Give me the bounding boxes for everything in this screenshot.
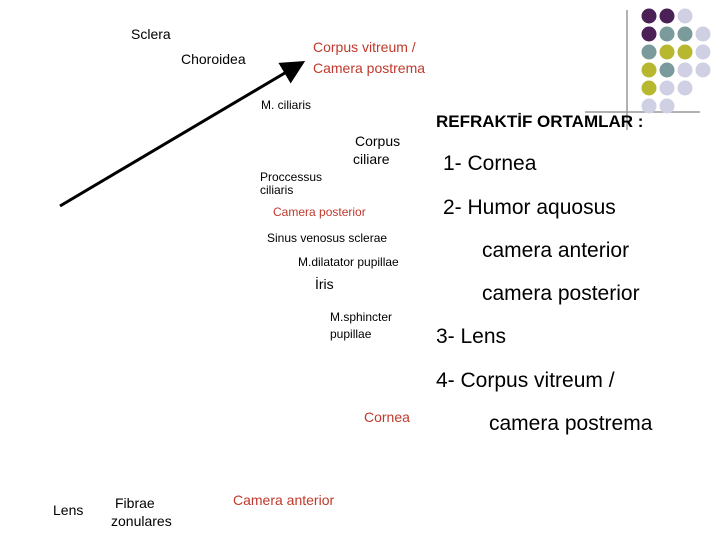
decor-dot-grid bbox=[642, 9, 711, 114]
label-camera-postrema: Camera postrema bbox=[313, 61, 425, 76]
label-cornea: Cornea bbox=[364, 410, 410, 425]
label-fibrae-line1: Fibrae bbox=[115, 496, 155, 511]
decor-dot bbox=[642, 9, 657, 24]
panel-item-2: 2- Humor aquosus bbox=[443, 196, 616, 219]
decor-dot bbox=[660, 27, 675, 42]
decor-dot bbox=[678, 9, 693, 24]
panel-item-1: 1- Cornea bbox=[443, 152, 536, 175]
label-m-sphincter-line1: M.sphincter bbox=[330, 311, 392, 324]
decor-dot bbox=[696, 27, 711, 42]
label-proccessus-line2: ciliaris bbox=[260, 184, 293, 197]
decor-dot bbox=[660, 63, 675, 78]
label-corpus-ciliare-line1: Corpus bbox=[355, 134, 400, 149]
label-camera-anterior: Camera anterior bbox=[233, 493, 334, 508]
label-m-dilatator: M.dilatator pupillae bbox=[298, 256, 399, 269]
decor-dot bbox=[678, 27, 693, 42]
label-m-ciliaris: M. ciliaris bbox=[261, 99, 311, 112]
decor-dot bbox=[642, 27, 657, 42]
decor-dot bbox=[642, 99, 657, 114]
decor-dot bbox=[642, 45, 657, 60]
label-sclera: Sclera bbox=[131, 27, 171, 42]
panel-heading: REFRAKTİF ORTAMLAR : bbox=[436, 113, 643, 132]
decor-dot bbox=[660, 81, 675, 96]
decor-dot bbox=[642, 81, 657, 96]
decor-dot bbox=[696, 63, 711, 78]
label-fibrae-line2: zonulares bbox=[111, 514, 172, 529]
decor-dot bbox=[678, 81, 693, 96]
decor-dot bbox=[678, 45, 693, 60]
panel-item-4: 4- Corpus vitreum / bbox=[436, 369, 615, 392]
label-m-sphincter-line2: pupillae bbox=[330, 328, 371, 341]
decor-dot bbox=[678, 63, 693, 78]
panel-item-2b: camera posterior bbox=[482, 282, 640, 305]
label-iris: İris bbox=[315, 277, 334, 292]
panel-item-4b: camera postrema bbox=[489, 412, 652, 435]
label-corpus-ciliare-line2: ciliare bbox=[353, 152, 390, 167]
decor-dot bbox=[696, 45, 711, 60]
decor-dot bbox=[660, 9, 675, 24]
decor-dot bbox=[642, 63, 657, 78]
decor-dot bbox=[660, 45, 675, 60]
decor-dot bbox=[660, 99, 675, 114]
panel-item-2a: camera anterior bbox=[482, 239, 629, 262]
label-choroidea: Choroidea bbox=[181, 52, 246, 67]
panel-item-3: 3- Lens bbox=[436, 325, 506, 348]
label-corpus-vitreum: Corpus vitreum / bbox=[313, 40, 416, 55]
label-camera-posterior: Camera posterior bbox=[273, 206, 366, 219]
label-sinus-venosus: Sinus venosus sclerae bbox=[267, 232, 387, 245]
label-lens: Lens bbox=[53, 503, 83, 518]
